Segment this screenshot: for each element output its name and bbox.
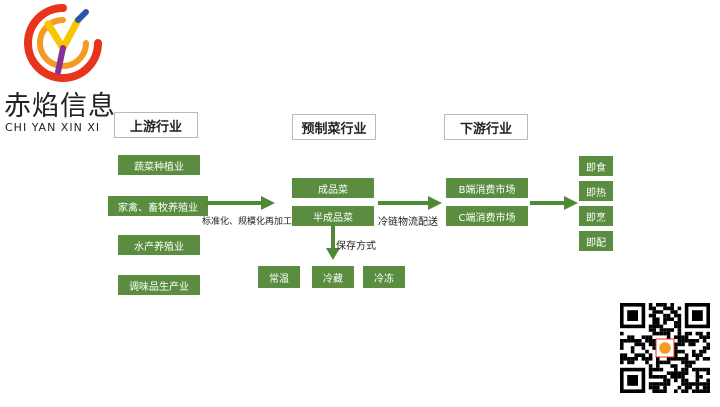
down-item: C端消费市场 [446,206,528,226]
mid-item: 成品菜 [292,178,374,198]
upstream-item: 家禽、畜牧养殖业 [108,196,208,216]
arrow-mid-to-storage [326,226,340,260]
arrow-upstream-to-mid [205,196,275,210]
arrow-downstream-to-final [530,196,578,210]
arrow-mid-to-downstream [378,196,442,210]
upstream-item: 调味品生产业 [118,275,200,295]
final-item: 即烹 [579,206,613,226]
brand-logo [22,2,104,84]
brand-name-cn: 赤焰信息 [4,91,116,122]
label-storage: 保存方式 [336,241,376,252]
header-upstream: 上游行业 [114,112,198,138]
header-downstream: 下游行业 [444,114,528,140]
storage-item: 常温 [258,266,300,288]
down-item: B端消费市场 [446,178,528,198]
label-logistics: 冷链物流配送 [378,217,438,228]
header-midstream: 预制菜行业 [292,114,376,140]
logo-mark-icon [24,4,102,82]
upstream-item: 蔬菜种植业 [118,155,200,175]
final-item: 即食 [579,156,613,176]
upstream-item: 水产养殖业 [118,235,200,255]
storage-item: 冷冻 [363,266,405,288]
mid-item: 半成品菜 [292,206,374,226]
qr-code-icon [620,303,710,393]
label-process: 标准化、规模化再加工 [202,217,293,227]
qr-code-graphic [620,303,710,393]
final-item: 即配 [579,231,613,251]
final-item: 即热 [579,181,613,201]
brand-name-en: CHI YAN XIN XI [5,121,101,134]
storage-item: 冷藏 [312,266,354,288]
